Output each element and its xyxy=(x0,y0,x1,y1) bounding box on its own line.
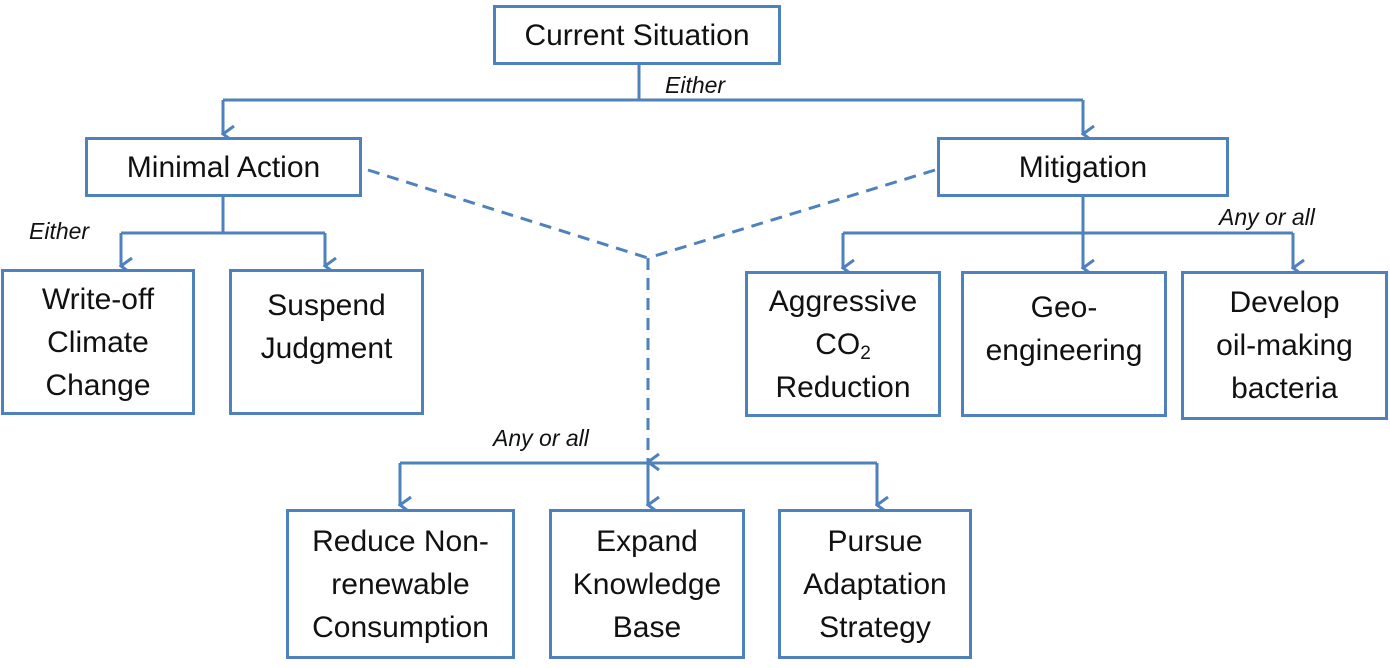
node-mitigation: Mitigation xyxy=(937,137,1229,197)
node-pursue-line-3: Strategy xyxy=(819,610,931,644)
node-aggressive-line-3: Reduction xyxy=(775,370,911,404)
node-suspend-line-2: Judgment xyxy=(260,332,393,365)
node-expand-line-2: Knowledge xyxy=(572,567,722,601)
node-pursue-line-2: Adaptation xyxy=(803,567,947,601)
annotation-either-top: Either xyxy=(665,72,726,98)
node-develop-line-3: bacteria xyxy=(1231,372,1338,405)
node-geo-engineering: Geo- engineering xyxy=(961,271,1167,417)
dashed-from-mitigation xyxy=(647,168,936,260)
annotation-any-or-all-bottom: Any or all xyxy=(493,425,589,451)
node-develop-line-1: Develop xyxy=(1229,286,1340,319)
node-develop-line-2: oil-making xyxy=(1216,329,1353,362)
node-reduce-line-3: Consumption xyxy=(312,610,489,644)
annotation-either-left: Either xyxy=(29,218,90,244)
node-develop-oil-making-bacteria: Develop oil-making bacteria xyxy=(1181,271,1388,420)
node-write-off-line-1: Write-off xyxy=(41,282,155,316)
node-write-off-line-3: Change xyxy=(45,368,151,402)
node-mitigation-label: Mitigation xyxy=(1018,150,1148,184)
node-geo-line-2: engineering xyxy=(985,334,1143,367)
node-current-situation: Current Situation xyxy=(493,5,781,65)
dashed-from-minimal-action xyxy=(367,168,649,260)
node-aggressive-co2-reduction: Aggressive CO2 Reduction xyxy=(745,271,941,417)
node-reduce-non-renewable-consumption: Reduce Non- renewable Consumption xyxy=(286,509,515,659)
node-minimal-action: Minimal Action xyxy=(85,137,362,197)
node-minimal-action-label: Minimal Action xyxy=(126,150,321,184)
node-suspend-judgment: Suspend Judgment xyxy=(229,269,424,415)
node-pursue-adaptation-strategy: Pursue Adaptation Strategy xyxy=(778,509,972,659)
node-reduce-line-1: Reduce Non- xyxy=(312,524,489,558)
node-suspend-line-1: Suspend xyxy=(267,289,386,322)
node-geo-line-1: Geo- xyxy=(1030,291,1098,324)
node-reduce-line-2: renewable xyxy=(331,567,470,601)
co2-text: CO xyxy=(815,327,861,361)
node-expand-knowledge-base: Expand Knowledge Base xyxy=(549,509,745,659)
node-pursue-line-1: Pursue xyxy=(827,524,923,558)
node-aggressive-line-1: Aggressive xyxy=(768,284,918,318)
node-expand-line-3: Base xyxy=(612,610,682,644)
co2-subscript: 2 xyxy=(860,342,871,364)
node-write-off-line-2: Climate xyxy=(47,325,149,359)
node-expand-line-1: Expand xyxy=(596,524,698,558)
node-current-situation-label: Current Situation xyxy=(524,18,750,52)
node-aggressive-line-2: CO2 xyxy=(769,323,917,366)
annotation-any-or-all-right: Any or all xyxy=(1219,204,1315,230)
node-write-off-climate-change: Write-off Climate Change xyxy=(1,269,195,415)
